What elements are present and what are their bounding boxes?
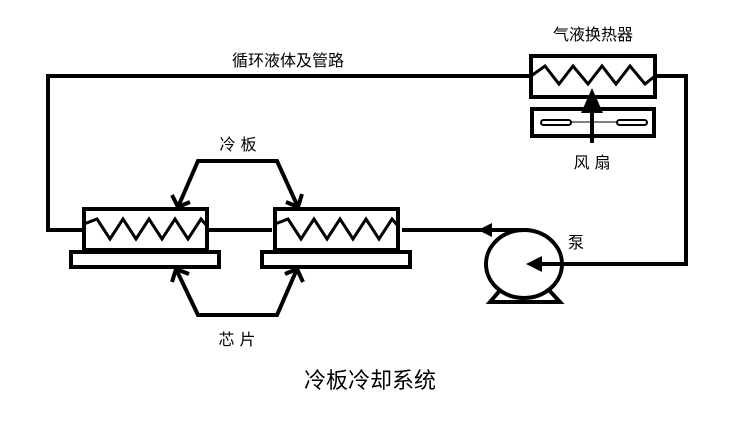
airflow-arrow [581,88,603,143]
chip-callout [170,266,305,317]
chip-right [260,250,412,269]
cold-plate-label: 冷 板 [219,135,256,154]
pump [484,228,565,304]
pipe-left-top [46,74,531,232]
pump-label: 泵 [568,233,584,252]
heat-exchanger-label: 气液换热器 [553,25,633,44]
diagram-title: 冷板冷却系统 [304,369,436,394]
pump-inlet-arrow [526,256,542,272]
cold-plate-right-coil [274,216,400,242]
chip-arrowhead-right [284,266,305,283]
cold-plate-arrowhead-right [285,193,304,210]
fan-label: 风 扇 [573,153,610,172]
fan-blade-left [540,119,572,126]
heat-exchanger-coil [530,63,656,87]
cold-plate-callout [170,159,304,210]
cold-plate-arrowhead-left [170,194,191,210]
pipe-right-down [560,74,688,266]
fan-blade-right [616,119,648,126]
cold-plate-left [69,207,221,269]
chip-left [69,250,221,269]
chip-label: 芯 片 [218,330,255,349]
airflow-arrow-head [581,88,603,113]
chip-arrowhead-left [170,266,190,283]
flow-arrow-left [478,223,492,237]
circulation-pipe [46,74,688,266]
cold-plate-left-coil [83,216,209,242]
loop-label: 循环液体及管路 [232,51,344,70]
pump-body [484,228,564,300]
cold-plate-right [260,207,412,269]
heat-exchanger [529,54,657,99]
